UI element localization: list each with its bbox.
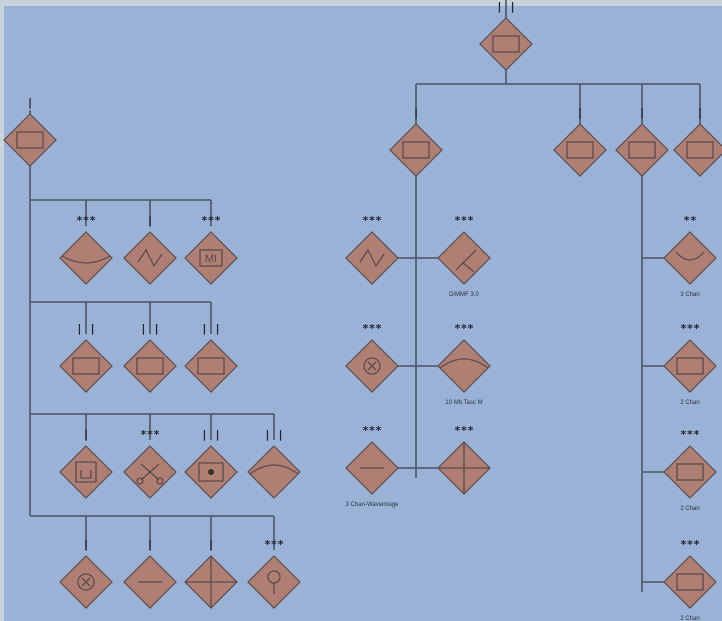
node-diamond [59, 339, 113, 393]
node-r3-2[interactable]: *** 2 Chan [663, 322, 717, 406]
node-diamond [663, 339, 717, 393]
node-l3-3[interactable]: | | [184, 428, 238, 499]
node-caption: 3 Chan-Waveimage [346, 502, 399, 508]
node-diamond [437, 231, 491, 285]
node-r3-4[interactable]: *** 2 Chan [663, 538, 717, 621]
node-marks: | [639, 106, 646, 119]
node-marks: *** [454, 322, 474, 335]
node-diamond [479, 17, 533, 71]
node-m-a2[interactable]: *** D/MMF 3.0 [437, 214, 491, 298]
node-l1-1[interactable]: *** [59, 214, 113, 285]
node-marks: | [697, 106, 704, 119]
node-marks: | [208, 538, 215, 551]
node-marks: | | [496, 0, 516, 13]
node-r3-1[interactable]: ** 3 Chan [663, 214, 717, 298]
node-caption: D/MMF 3.0 [449, 292, 479, 298]
node-diamond [673, 123, 722, 177]
node-m-b1[interactable]: *** [345, 322, 399, 393]
node-marks: *** [140, 428, 160, 441]
node-r3-3[interactable]: *** 2 Chan [663, 428, 717, 512]
node-marks: *** [264, 538, 284, 551]
node-diamond [247, 555, 301, 609]
node-marks: *** [454, 424, 474, 437]
node-l3-2[interactable]: *** [123, 428, 177, 499]
node-marks: | [27, 96, 34, 109]
node-diamond [3, 113, 57, 167]
node-marks: *** [76, 214, 96, 227]
node-l2-3[interactable]: | | [184, 322, 238, 393]
window-left-edge [0, 0, 4, 621]
node-diamond [59, 231, 113, 285]
node-marks: | [413, 106, 420, 119]
node-marks: | [577, 106, 584, 119]
node-marks: | [83, 428, 90, 441]
node-marks: *** [680, 428, 700, 441]
node-l4-1[interactable]: | [59, 538, 113, 609]
node-marks: | | [140, 322, 160, 335]
node-caption: 2 Chan [680, 506, 699, 512]
node-diamond [663, 445, 717, 499]
node-l4-2[interactable]: | [123, 538, 177, 609]
node-layer: | | | | | | *** *** D/MMF 3.0 *** *** 10 Mb Tasc M… [3, 0, 722, 621]
node-mid[interactable]: | [389, 106, 443, 177]
node-m-b2[interactable]: *** 10 Mb Tasc M [437, 322, 491, 406]
node-diamond [615, 123, 669, 177]
node-marks: *** [680, 322, 700, 335]
node-marks: | [83, 538, 90, 551]
node-dot [208, 469, 214, 475]
node-l3-4[interactable]: | | [247, 428, 301, 499]
node-m-c2[interactable]: *** [437, 424, 491, 495]
node-diamond [553, 123, 607, 177]
node-marks: *** [201, 214, 221, 227]
node-marks: *** [362, 214, 382, 227]
node-marks: *** [362, 322, 382, 335]
node-diamond [184, 339, 238, 393]
node-diamond [663, 555, 717, 609]
node-marks: | | [76, 322, 96, 335]
node-l2-2[interactable]: | | [123, 322, 177, 393]
node-marks: | | [264, 428, 284, 441]
node-label: MI [205, 253, 217, 265]
node-diamond [389, 123, 443, 177]
node-l4-3[interactable]: | [184, 538, 238, 609]
node-l2-1[interactable]: | | [59, 322, 113, 393]
node-marks: ** [683, 214, 696, 227]
node-marks: | [147, 538, 154, 551]
node-l3-1[interactable]: | [59, 428, 113, 499]
node-caption: 2 Chan [680, 400, 699, 406]
node-diamond [663, 231, 717, 285]
node-l1-2[interactable]: | [123, 214, 177, 285]
node-marks: *** [454, 214, 474, 227]
node-l1-3[interactable]: MI *** [184, 214, 238, 285]
node-m-a1[interactable]: *** [345, 214, 399, 285]
node-l4-4[interactable]: *** [247, 538, 301, 609]
node-diamond [123, 339, 177, 393]
node-left-root[interactable]: | [3, 96, 57, 167]
node-caption: 10 Mb Tasc M [445, 400, 482, 406]
window-top-edge [0, 0, 722, 6]
node-caption: 2 Chan [680, 616, 699, 621]
node-diamond [437, 339, 491, 393]
node-marks: *** [362, 424, 382, 437]
connector-lines [29, 0, 701, 592]
node-diamond [59, 445, 113, 499]
node-root-right[interactable]: | | [479, 0, 533, 71]
node-r3[interactable]: | [673, 106, 722, 177]
node-diamond [184, 231, 238, 285]
node-marks: | [147, 214, 154, 227]
node-diamond [247, 445, 301, 499]
node-marks: | | [201, 428, 221, 441]
node-r2[interactable]: | [615, 106, 669, 177]
node-m-c1[interactable]: *** 3 Chan-Waveimage [345, 424, 399, 508]
node-marks: *** [680, 538, 700, 551]
node-marks: | | [201, 322, 221, 335]
node-r1[interactable]: | [553, 106, 607, 177]
node-caption: 3 Chan [680, 292, 699, 298]
